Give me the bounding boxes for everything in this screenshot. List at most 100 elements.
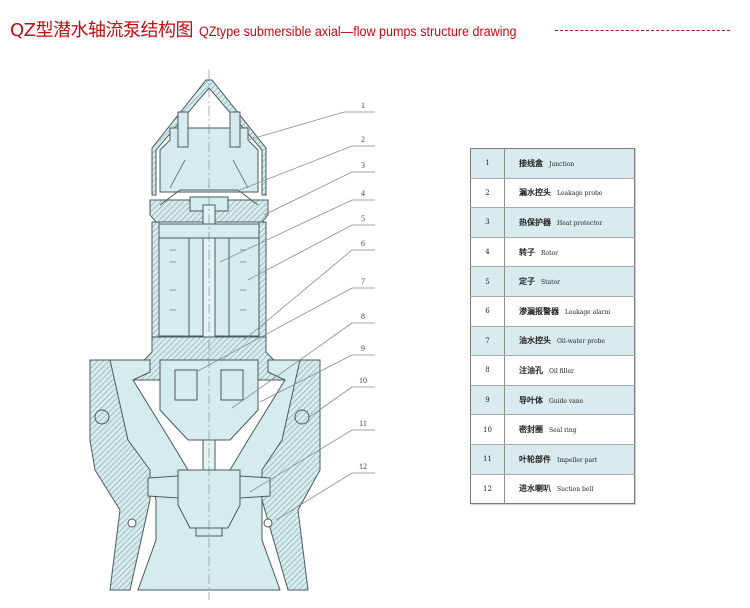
part-name-chinese: 进水喇叭 (519, 484, 551, 494)
junction-cover (151, 79, 267, 196)
rotor-right (214, 237, 230, 337)
leader-1 (247, 111, 375, 141)
part-name: 导叶体 Guide vane (504, 385, 635, 416)
part-number: 7 (470, 326, 505, 357)
part-name-english: Leakage probe (557, 190, 603, 198)
part-name-english: Impeller part (557, 456, 598, 464)
part-name-english: Seal ring (549, 427, 577, 435)
title-english: QZtype submersible axial—flow pumps stru… (199, 24, 517, 39)
leader-12 (275, 472, 375, 521)
part-number: 8 (470, 355, 505, 386)
legend-row: 3 热保护器 Heat protector (470, 207, 635, 238)
leader-lines (195, 111, 375, 521)
legend-row: 12 进水喇叭 Suction bell (470, 474, 635, 504)
part-name-english: Junction (549, 160, 575, 168)
parts-legend-table: 1 接线盒 Junction 2 漏水控头 Leakage probe 3 热保护器 Heat … (470, 148, 635, 505)
legend-row: 2 漏水控头 Leakage probe (470, 178, 635, 209)
part-number: 5 (470, 266, 505, 297)
part-name-chinese: 密封圈 (519, 425, 543, 435)
part-name-chinese: 导叶体 (519, 395, 543, 405)
callout-number: 10 (359, 376, 367, 385)
part-number: 10 (470, 414, 505, 445)
part-number: 4 (470, 237, 505, 268)
title-chinese: QZ型潜水轴流泵结构图 (10, 20, 194, 41)
part-name-english: Oil filler (549, 367, 574, 375)
part-name-chinese: 叶轮部件 (519, 454, 551, 464)
part-name: 进水喇叭 Suction bell (505, 474, 635, 504)
part-name: 叶轮部件 Impeller part (504, 444, 635, 475)
drawing-title: QZ型潜水轴流泵结构图 QZtype submersible axial—flo… (10, 16, 540, 41)
part-name: 密封圈 Seal ring (504, 414, 635, 445)
callout-number: 9 (361, 344, 365, 353)
part-name: 漏水控头 Leakage probe (504, 178, 635, 209)
motor-housing-left-wall (151, 221, 160, 338)
callout-number: 1 (361, 101, 365, 110)
callout-number: 2 (361, 135, 365, 144)
part-name-english: Oil-water probe (557, 338, 605, 346)
part-name-chinese: 渗漏报警器 (519, 306, 559, 316)
part-name-chinese: 热保护器 (519, 217, 551, 227)
part-name-english: Rotor (541, 249, 559, 257)
callout-number: 8 (361, 312, 365, 321)
callout-number: 7 (361, 277, 365, 286)
part-name: 转子 Rotor (504, 237, 635, 268)
part-name-chinese: 油水控头 (519, 336, 551, 346)
motor-housing-right-wall (258, 221, 267, 338)
leader-3 (263, 171, 375, 216)
legend-row: 4 转子 Rotor (470, 237, 635, 268)
callout-number: 5 (361, 214, 365, 223)
part-name: 接线盒 Junction (504, 148, 635, 179)
part-name-chinese: 接线盒 (519, 158, 543, 168)
part-name-english: Leakage alarm (565, 308, 611, 316)
leader-5 (247, 224, 375, 281)
part-number: 12 (470, 474, 505, 504)
part-name-english: Stator (541, 279, 560, 287)
callout-number: 3 (361, 161, 365, 170)
impeller-blade-right (239, 475, 271, 499)
callout-number: 6 (361, 239, 365, 248)
leader-8 (231, 322, 375, 409)
title-dashed-rule (555, 30, 730, 31)
rotor-left (188, 237, 204, 337)
part-number: 2 (470, 178, 505, 209)
part-number: 1 (470, 148, 505, 179)
leader-4 (219, 199, 375, 263)
legend-row: 1 接线盒 Junction (470, 148, 635, 179)
leader-7 (195, 287, 375, 373)
callout-number: 12 (359, 462, 367, 471)
leader-9 (259, 354, 375, 403)
part-name: 渗漏报警器 Leakage alarm (504, 296, 635, 327)
seal-ring-right (294, 409, 310, 425)
part-name: 定子 Stator (504, 266, 635, 297)
leader-6 (243, 249, 375, 341)
part-number: 9 (470, 385, 505, 416)
callout-number: 4 (361, 189, 365, 198)
legend-row: 9 导叶体 Guide vane (470, 385, 635, 416)
seal-ring-left (94, 409, 110, 425)
part-name-chinese: 漏水控头 (519, 188, 551, 198)
legend-row: 6 渗漏报警器 Leakage alarm (470, 296, 635, 327)
legend-row: 10 密封圈 Seal ring (470, 414, 635, 445)
part-name-chinese: 定子 (519, 277, 535, 287)
part-number: 11 (470, 444, 505, 475)
part-name-english: Guide vane (549, 397, 584, 405)
impeller-blade-left (147, 475, 179, 499)
part-number: 6 (470, 296, 505, 327)
part-name: 热保护器 Heat protector (504, 207, 635, 238)
part-name-english: Suction bell (557, 486, 594, 494)
stator-left (158, 237, 190, 337)
leader-2 (239, 145, 375, 191)
leader-11 (249, 429, 375, 493)
pump-body (89, 79, 321, 591)
part-name-english: Heat protector (557, 219, 603, 227)
legend-row: 7 油水控头 Oil-water probe (470, 326, 635, 357)
legend-row: 11 叶轮部件 Impeller part (470, 444, 635, 475)
part-number: 3 (470, 207, 505, 238)
legend-row: 5 定子 Stator (470, 266, 635, 297)
leader-10 (307, 386, 375, 419)
part-name-chinese: 转子 (519, 247, 535, 257)
